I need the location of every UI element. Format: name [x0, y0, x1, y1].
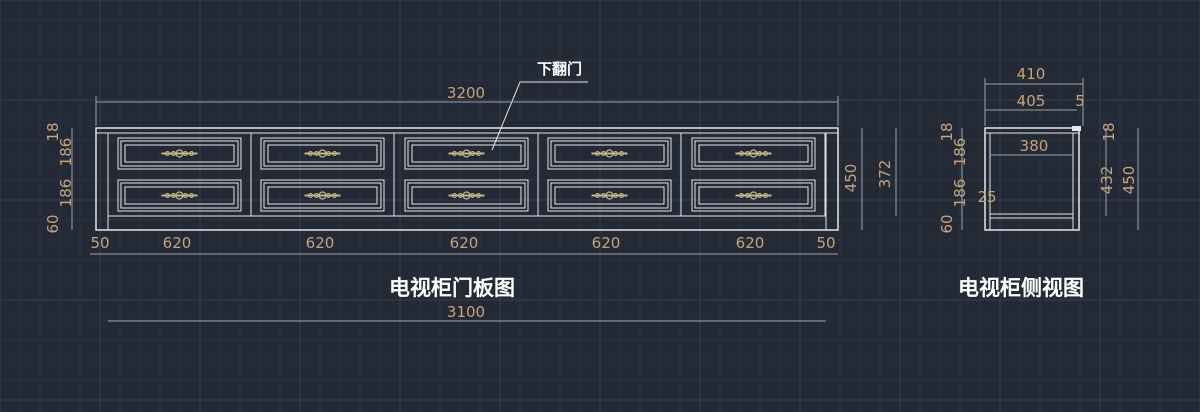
drawer-handle-icon [161, 191, 198, 200]
drawer-panel-inner [694, 182, 813, 209]
dim-overall-3200: 3200 [447, 84, 485, 102]
drawer-handle-icon [448, 149, 485, 158]
drawer-panel-outer [547, 137, 672, 170]
front-view: 下翻门 3200 18 186 186 60 450 372 50 620 62… [44, 60, 897, 322]
drawer-panel-outer [260, 179, 385, 212]
dim-right-450: 450 [842, 164, 860, 193]
callout-flip-door-label: 下翻门 [537, 60, 582, 78]
drawer-panel-inner [263, 182, 382, 209]
drawer-panel-inner [407, 182, 526, 209]
drawer-panel-raised [554, 144, 665, 163]
drawer-panel-raised [267, 144, 378, 163]
drawer-handle-icon [735, 149, 772, 158]
drawer-panel-raised [267, 186, 378, 205]
drawer-panel-inner [407, 140, 526, 167]
dim-bottom-620-3: 620 [450, 234, 479, 252]
drawer-panel-outer [547, 179, 672, 212]
drawer-panel-inner [120, 182, 239, 209]
drawer-panel-raised [124, 186, 235, 205]
side-view: 410 405 5 380 25 18 186 186 60 18 432 45… [938, 65, 1139, 300]
drawer-panel-outer [117, 179, 242, 212]
drawer-panel-inner [550, 140, 669, 167]
drawer-panel-raised [124, 144, 235, 163]
front-cabinet-outline [95, 127, 839, 231]
drawer-panel-inner [694, 140, 813, 167]
drawer-panel-outer [691, 137, 816, 170]
drawer-handle-icon [591, 191, 628, 200]
drawer-handle-icon [735, 191, 772, 200]
dim-left-186-b: 186 [57, 179, 75, 208]
dim-left-186-a: 186 [57, 138, 75, 167]
side-top-nosing [1072, 126, 1081, 131]
drawer-panel-raised [411, 186, 522, 205]
drawer-panel-outer [691, 179, 816, 212]
drawer-handle-icon [304, 191, 341, 200]
dim-side-25: 25 [977, 188, 996, 206]
callout-leader-line [491, 81, 588, 151]
drawer-panel-inner [550, 182, 669, 209]
drawer-handle-icon [591, 149, 628, 158]
dim-bottom-620-4: 620 [592, 234, 621, 252]
drawer-panel-raised [698, 186, 809, 205]
drawer-panel-raised [554, 186, 665, 205]
front-view-title: 电视柜门板图 [389, 276, 515, 300]
dim-side-left-186-b: 186 [951, 179, 969, 208]
dim-side-380: 380 [1020, 137, 1049, 155]
dim-side-right-450: 450 [1120, 166, 1138, 195]
dim-side-left-60: 60 [938, 214, 956, 233]
drawer-panel-raised [411, 144, 522, 163]
dim-bottom-620-1: 620 [163, 234, 192, 252]
drawer-panel-raised [698, 144, 809, 163]
dim-bottom-50-left: 50 [90, 234, 109, 252]
dim-side-405: 405 [1017, 92, 1046, 110]
dim-side-5: 5 [1075, 92, 1085, 110]
dim-left-18: 18 [44, 122, 62, 141]
drawer-handle-icon [161, 149, 198, 158]
dim-right-372: 372 [876, 160, 894, 189]
dim-side-left-186-a: 186 [951, 138, 969, 167]
drawer-panel-inner [120, 140, 239, 167]
dim-overall-3100: 3100 [447, 303, 485, 321]
side-view-title: 电视柜侧视图 [958, 276, 1084, 300]
dim-bottom-620-5: 620 [736, 234, 765, 252]
drawer-panel-inner [263, 140, 382, 167]
drawer-panels [117, 133, 826, 216]
drawer-handle-icon [304, 149, 341, 158]
dim-side-right-432: 432 [1098, 166, 1116, 195]
dim-side-right-18: 18 [1100, 122, 1118, 141]
dim-side-left-18: 18 [938, 122, 956, 141]
drawer-panel-outer [117, 137, 242, 170]
dim-bottom-620-2: 620 [306, 234, 335, 252]
dim-bottom-50-right: 50 [816, 234, 835, 252]
dim-left-60: 60 [44, 214, 62, 233]
drawer-panel-outer [404, 179, 529, 212]
side-cabinet-outline [984, 127, 1080, 231]
drawer-panel-outer [404, 137, 529, 170]
dim-side-410: 410 [1017, 65, 1046, 83]
drawer-panel-outer [260, 137, 385, 170]
drawer-handle-icon [448, 191, 485, 200]
